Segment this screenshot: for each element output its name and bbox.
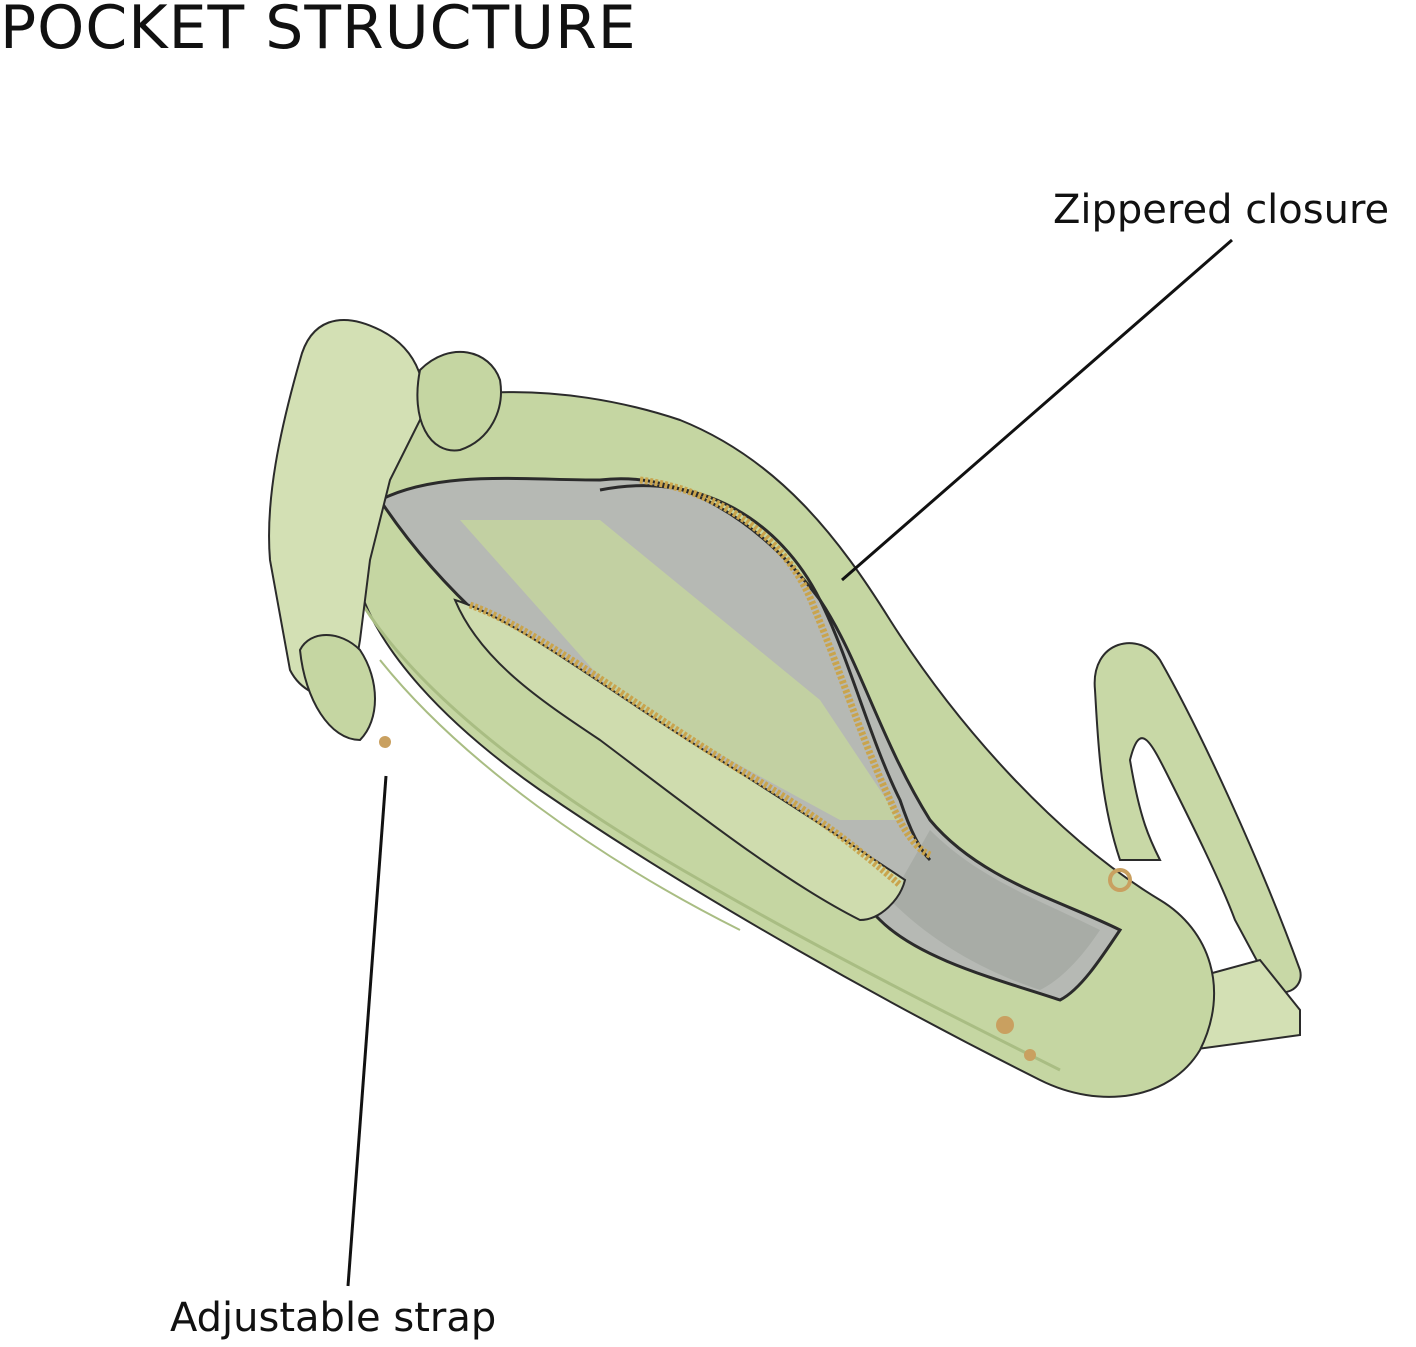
adjustable-strap-label: Adjustable strap	[170, 1295, 497, 1341]
main-zipper	[599, 476, 932, 862]
strap-left	[268, 319, 502, 748]
zippered-closure-label: Zippered closure	[1053, 187, 1390, 233]
zippered-closure-leader-line	[841, 238, 1233, 582]
strap-hardware	[996, 868, 1132, 1061]
zipper-pocket	[453, 598, 907, 922]
adjustable-strap-leader-line	[346, 775, 388, 1287]
page-title: POCKET STRUCTURE	[0, 0, 637, 63]
